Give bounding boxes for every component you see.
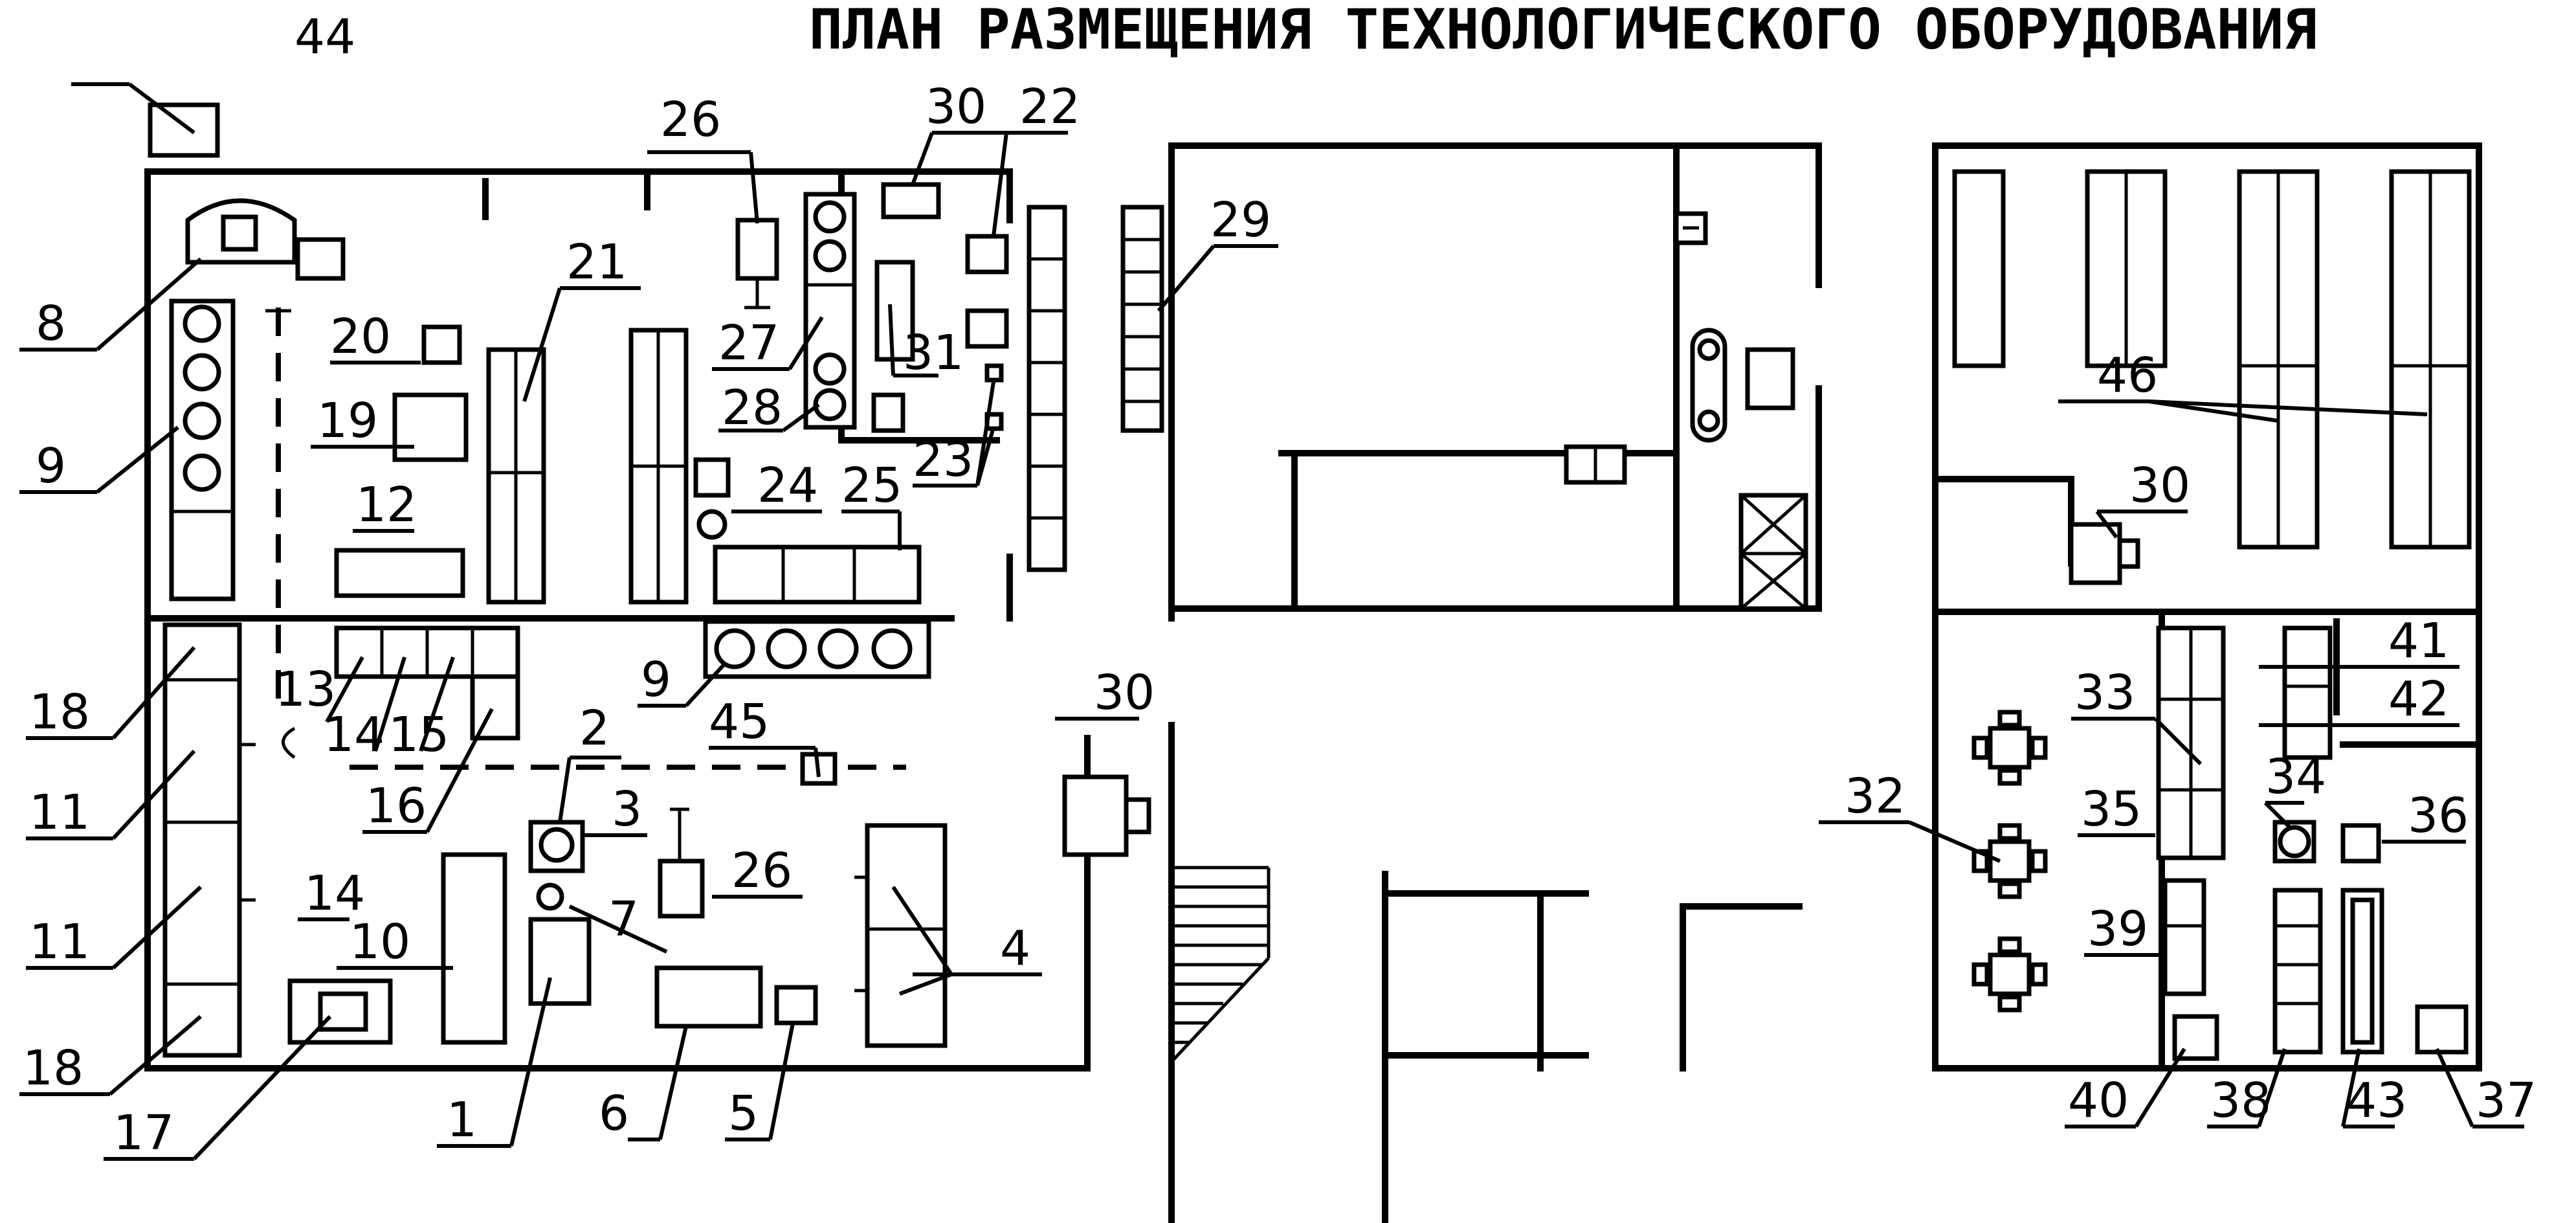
equipment-29: [1120, 205, 1164, 433]
label-17: 17: [113, 1105, 174, 1161]
label-8: 8: [36, 296, 66, 352]
staircase: [1170, 866, 1271, 1063]
equipment-6: [654, 965, 763, 1029]
equipment-38: [2272, 888, 2323, 1055]
label-23: 23: [913, 432, 973, 488]
equipment-10: [441, 852, 507, 1045]
label-9-row: 9: [641, 652, 671, 708]
label-9-left: 9: [36, 438, 66, 494]
equipment-5: [774, 985, 818, 1026]
label-33: 33: [2074, 665, 2135, 721]
label-30-top: 30: [926, 79, 986, 135]
label-10: 10: [350, 914, 410, 970]
label-22: 22: [1019, 79, 1080, 135]
equipment-1: [528, 917, 592, 1006]
leader-lines: [19, 82, 2524, 1161]
label-41: 41: [2388, 613, 2449, 669]
equipment-4: [865, 823, 948, 1048]
equipment-37: [2415, 1004, 2469, 1055]
label-3: 3: [612, 781, 642, 837]
label-5: 5: [728, 1086, 759, 1141]
label-28: 28: [722, 380, 783, 436]
label-2: 2: [579, 701, 610, 756]
label-13: 13: [275, 662, 336, 717]
label-30-middle: 30: [1094, 665, 1155, 721]
equipment-30-middle: [1062, 774, 1129, 857]
label-36: 36: [2408, 788, 2469, 844]
equipment-9-left: [169, 298, 236, 601]
equipment-26-upper: [735, 218, 779, 281]
equipment-22: [965, 234, 1009, 275]
label-30-right: 30: [2129, 458, 2190, 513]
label-11-top: 11: [29, 785, 90, 840]
equipment-23: [984, 363, 1004, 383]
label-42: 42: [2388, 671, 2449, 727]
label-26-upper: 26: [660, 92, 721, 148]
label-31: 31: [903, 325, 964, 381]
label-14-lower: 14: [304, 866, 365, 921]
label-15: 15: [388, 707, 449, 763]
equipment-44: [148, 102, 220, 158]
position-labels: 44 8 9 18 11 11 18 17 14 10 20 19 12 13 …: [23, 9, 2537, 1161]
label-21: 21: [566, 234, 627, 290]
label-4: 4: [1000, 921, 1030, 976]
equipment-12: [334, 548, 465, 598]
equipment-11-18-column: [162, 622, 242, 1058]
label-37: 37: [2476, 1073, 2537, 1128]
label-18-bottom: 18: [23, 1040, 83, 1096]
label-29: 29: [1210, 192, 1271, 248]
label-25: 25: [841, 458, 902, 513]
label-46: 46: [2097, 348, 2158, 403]
equipment-25: [713, 544, 922, 605]
label-6: 6: [599, 1086, 629, 1141]
equipment-32-tables: [1971, 710, 2048, 1013]
label-39: 39: [2087, 901, 2148, 957]
label-16: 16: [366, 778, 427, 834]
label-44: 44: [294, 9, 355, 65]
label-1: 1: [447, 1092, 477, 1148]
equipment-31: [874, 260, 915, 362]
label-19: 19: [317, 393, 378, 449]
equipment-39: [2162, 878, 2206, 996]
label-40: 40: [2068, 1073, 2129, 1128]
label-24: 24: [757, 458, 818, 513]
equipment: [148, 102, 2472, 1063]
equipment-30-top: [881, 182, 941, 219]
equipment-41-42: [2282, 625, 2333, 760]
label-43: 43: [2346, 1073, 2407, 1128]
label-7: 7: [608, 892, 639, 947]
equipment-7: [536, 882, 564, 911]
label-20: 20: [330, 309, 391, 365]
equipment-36: [2340, 823, 2381, 864]
label-45: 45: [709, 694, 770, 750]
equipment-sink: [1745, 347, 1795, 410]
label-38: 38: [2210, 1073, 2271, 1128]
equipment-20: [421, 324, 462, 365]
equipment-rack-a: [1952, 169, 2006, 368]
equipment-toilet: [1690, 328, 1727, 443]
label-35: 35: [2081, 781, 2142, 837]
label-18-top: 18: [29, 684, 90, 740]
building-walls: [144, 142, 2482, 1223]
label-14-upper: 14: [324, 707, 384, 763]
label-26-lower: 26: [731, 843, 792, 899]
label-12: 12: [356, 477, 417, 533]
label-32: 32: [1845, 769, 1905, 824]
label-34: 34: [2265, 749, 2326, 805]
equipment-19: [392, 392, 469, 462]
equipment-stack-1: [1027, 205, 1067, 572]
equipment-26-lower: [658, 858, 705, 919]
plan-title: ПЛАН РАЗМЕЩЕНИЯ ТЕХНОЛОГИЧЕСКОГО ОБОРУДО…: [809, 0, 2317, 62]
label-11-bottom: 11: [29, 914, 90, 970]
label-27: 27: [718, 315, 779, 371]
equipment-24: [696, 509, 727, 540]
